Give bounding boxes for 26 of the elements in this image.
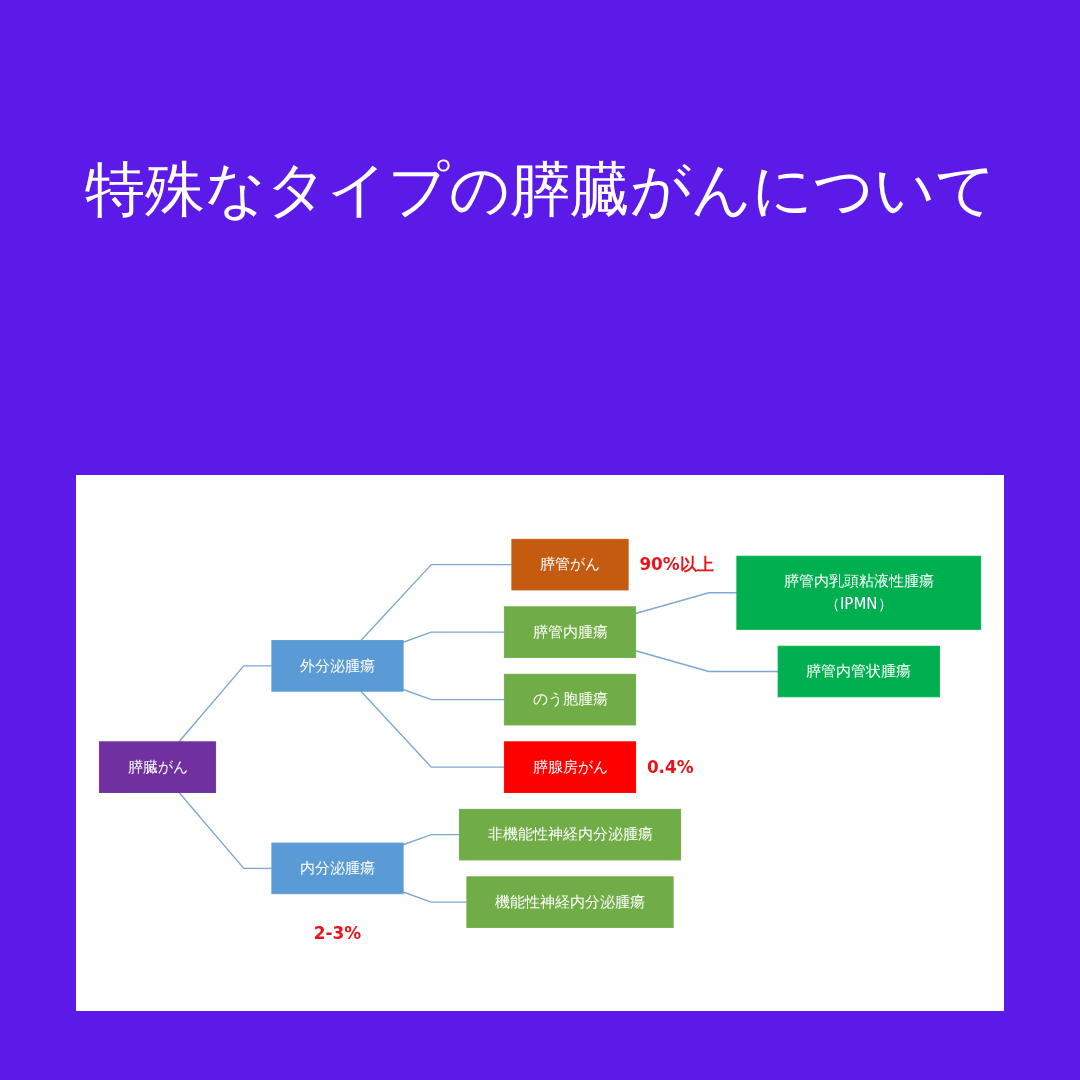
node-box: [271, 640, 404, 692]
connector: [402, 688, 506, 701]
connector: [634, 592, 738, 615]
percentage-note: 2-3%: [313, 922, 362, 943]
connector: [360, 690, 506, 768]
connector: [402, 631, 506, 643]
connector: [178, 665, 273, 743]
node-box: [98, 741, 217, 793]
node-box: [503, 741, 637, 793]
diagram-panel: 膵臓がん 外分泌腫瘍 内分泌腫瘍 膵管がん 90%以上 膵管内腫瘍 のう胞腫瘍 膵腺房がん 0.4% 膵管内乳頭粘液性腫瘍（IPMN） 膵管内管状腫瘍 非機能性神経内分泌腫瘍 機能性神経内分泌腫瘍 2-3%: [76, 475, 1004, 1011]
node-box: [458, 808, 682, 861]
node-box: [511, 538, 629, 591]
percentage-note: 0.4%: [646, 756, 694, 777]
connector: [178, 791, 273, 870]
percentage-note: 90%以上: [639, 554, 714, 575]
node-box: [777, 645, 940, 698]
title: 特殊なタイプの膵臓がんについて: [83, 153, 997, 226]
connector: [634, 650, 779, 673]
node-box: [736, 555, 982, 630]
node-box: [466, 876, 674, 928]
node-box: [271, 842, 404, 895]
node-box: [503, 606, 637, 658]
connector: [402, 833, 461, 846]
connector: [402, 891, 468, 903]
connector: [360, 563, 513, 642]
node-box: [503, 673, 637, 726]
